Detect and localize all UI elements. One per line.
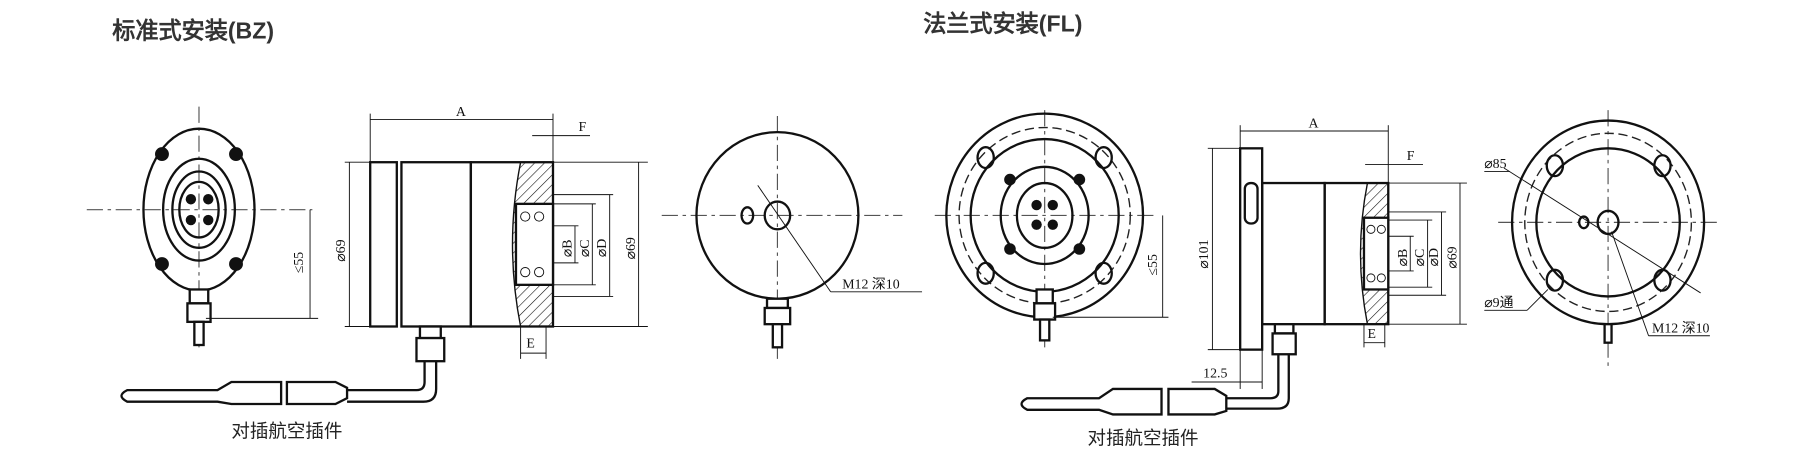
fl-dim-e: E <box>1367 327 1375 342</box>
bolt-holes <box>155 147 243 271</box>
title-fl: 法兰式安装(FL) <box>923 10 1082 36</box>
bz-front-view: ≤55 <box>86 106 319 348</box>
fl-dim-a: A <box>1308 117 1318 132</box>
fl-dim-b: ⌀B <box>1396 249 1411 267</box>
fl-dim-dia85: ⌀85 <box>1484 157 1506 172</box>
bz-dim-c: ⌀C <box>578 239 593 257</box>
connector-pins <box>185 194 214 226</box>
fl-front-view: ≤55 <box>934 110 1169 348</box>
fl-dim-c: ⌀C <box>1413 249 1428 267</box>
bz-dim-55: ≤55 <box>292 252 307 274</box>
fl-side-view: A F ⌀101 ⌀B ⌀C ⌀D ⌀69 E 12.5 对插航空插件 <box>1020 117 1467 449</box>
fl-dim-f: F <box>1407 149 1415 164</box>
bz-dim-a: A <box>456 105 466 120</box>
fl-dim-dia69: ⌀69 <box>1446 246 1461 268</box>
fl-dim-d: ⌀D <box>1427 248 1442 266</box>
bz-dim-e: E <box>526 336 534 351</box>
bz-side-view: A F ⌀69 ⌀B ⌀C ⌀D ⌀69 E 对插航空插件 <box>120 105 648 443</box>
fl-connector-label: 对插航空插件 <box>1087 428 1198 449</box>
bz-dim-dia69-left: ⌀69 <box>334 239 349 261</box>
flange-holes <box>976 146 1113 285</box>
fl-back-view: ⌀85 ⌀9通 M12 深10 <box>1484 110 1718 371</box>
bz-connector-label: 对插航空插件 <box>231 422 342 443</box>
fl-thread-label: M12 深10 <box>1652 320 1709 336</box>
bz-thread-label: M12 深10 <box>842 276 899 292</box>
fl-dim-dia101: ⌀101 <box>1197 239 1212 268</box>
bz-dim-d: ⌀D <box>595 239 610 257</box>
fl-dim-dia9: ⌀9通 <box>1484 295 1513 311</box>
bz-dim-b: ⌀B <box>561 239 576 257</box>
fl-dim-12-5: 12.5 <box>1203 366 1227 381</box>
bz-dim-f: F <box>578 120 586 135</box>
title-bz: 标准式安装(BZ) <box>112 17 274 43</box>
bz-dim-dia69-right: ⌀69 <box>624 237 639 259</box>
bz-back-view: M12 深10 <box>661 115 923 359</box>
fl-dim-55: ≤55 <box>1146 254 1161 276</box>
